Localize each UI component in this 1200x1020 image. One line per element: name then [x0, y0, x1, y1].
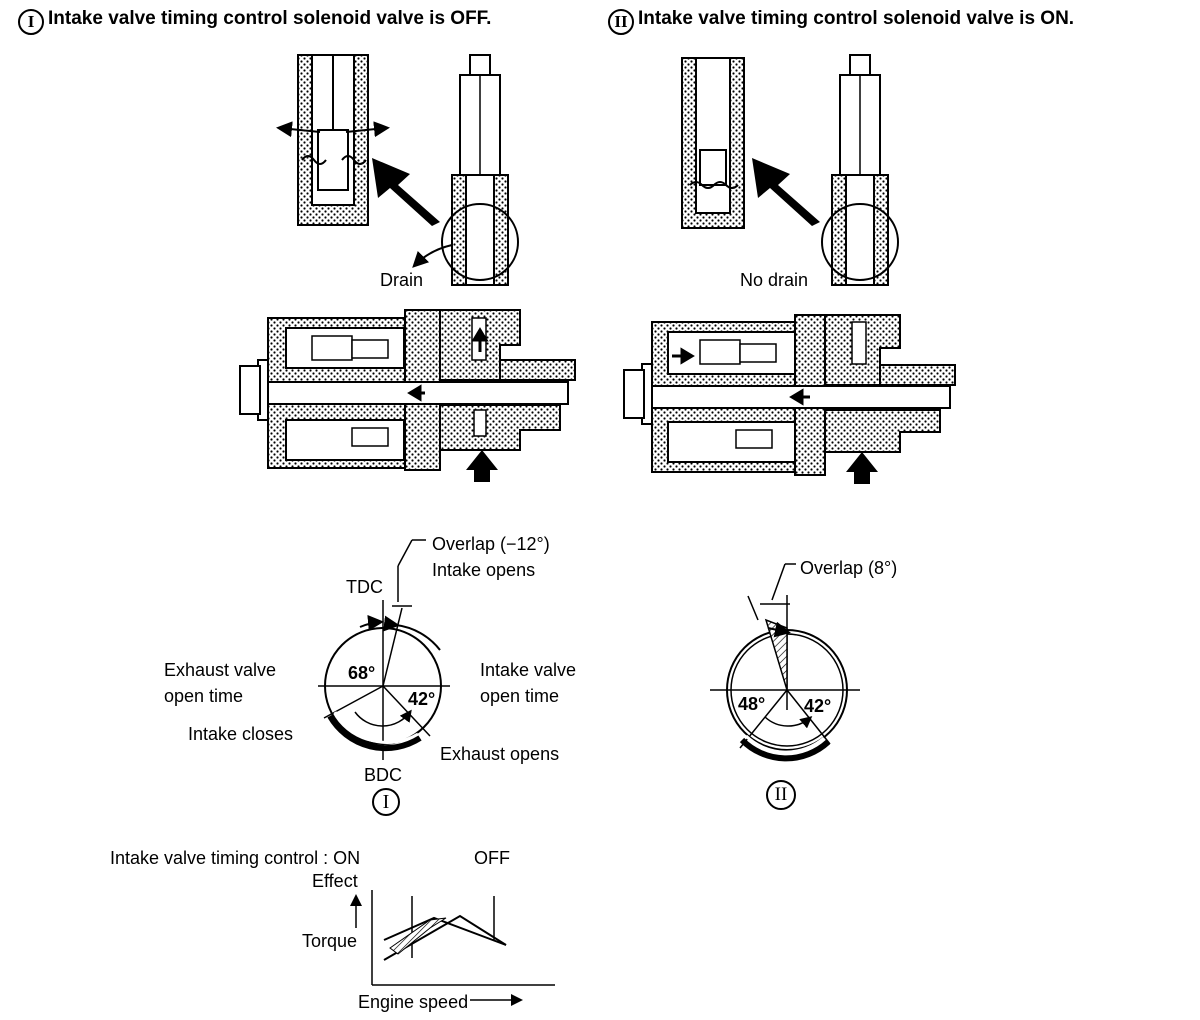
angle-68-label: 68°	[348, 663, 376, 683]
overlap-label-on: Overlap (8°)	[800, 558, 898, 578]
roman-numeral-badge: I	[18, 9, 44, 35]
exhaust-opens-label: Exhaust opens	[440, 744, 560, 764]
engine-speed-label: Engine speed	[358, 992, 469, 1012]
bdc-label: BDC	[364, 765, 403, 785]
exhaust-open-time-label: open time	[164, 686, 244, 706]
torque-graph	[350, 890, 555, 1006]
roman-numeral-badge: II	[608, 9, 634, 35]
no-drain-label: No drain	[740, 270, 809, 290]
tdc-label: TDC	[346, 577, 383, 597]
timing-diagram-off	[318, 539, 450, 760]
overlap-label-off: Overlap (−12°)	[432, 534, 550, 554]
exhaust-valve-label: Exhaust valve	[164, 660, 277, 680]
zoom-arrow-off	[372, 158, 440, 226]
intake-closes-label: Intake closes	[188, 724, 294, 744]
timing-diagram-on	[710, 563, 860, 762]
control-on-label: Intake valve timing control : ON	[110, 848, 361, 868]
camshaft-assembly-off	[239, 309, 576, 482]
angle-42-label-on: 42°	[804, 696, 832, 716]
header-off-text: Intake valve timing control solenoid val…	[48, 8, 492, 29]
camshaft-assembly-on	[623, 314, 956, 484]
control-off-label: OFF	[474, 848, 510, 868]
drain-arrow	[412, 244, 453, 268]
spool-valve-detail-on	[681, 57, 745, 229]
intake-opens-label: Intake opens	[432, 560, 536, 580]
intake-open-time-label: open time	[480, 686, 560, 706]
intake-valve-label: Intake valve	[480, 660, 577, 680]
torque-label: Torque	[302, 931, 358, 951]
roman-label-I: I	[372, 788, 400, 816]
angle-48-label: 48°	[738, 694, 766, 714]
drain-label: Drain	[380, 270, 424, 290]
effect-label: Effect	[312, 871, 358, 891]
angle-42-label-off: 42°	[408, 689, 436, 709]
solenoid-valve-on	[821, 54, 899, 286]
roman-label-II: II	[766, 780, 796, 810]
zoom-arrow-on	[752, 158, 820, 226]
solenoid-valve-off	[441, 54, 519, 286]
spool-valve-detail-off	[276, 54, 390, 226]
header-on-text: Intake valve timing control solenoid val…	[638, 8, 1075, 29]
